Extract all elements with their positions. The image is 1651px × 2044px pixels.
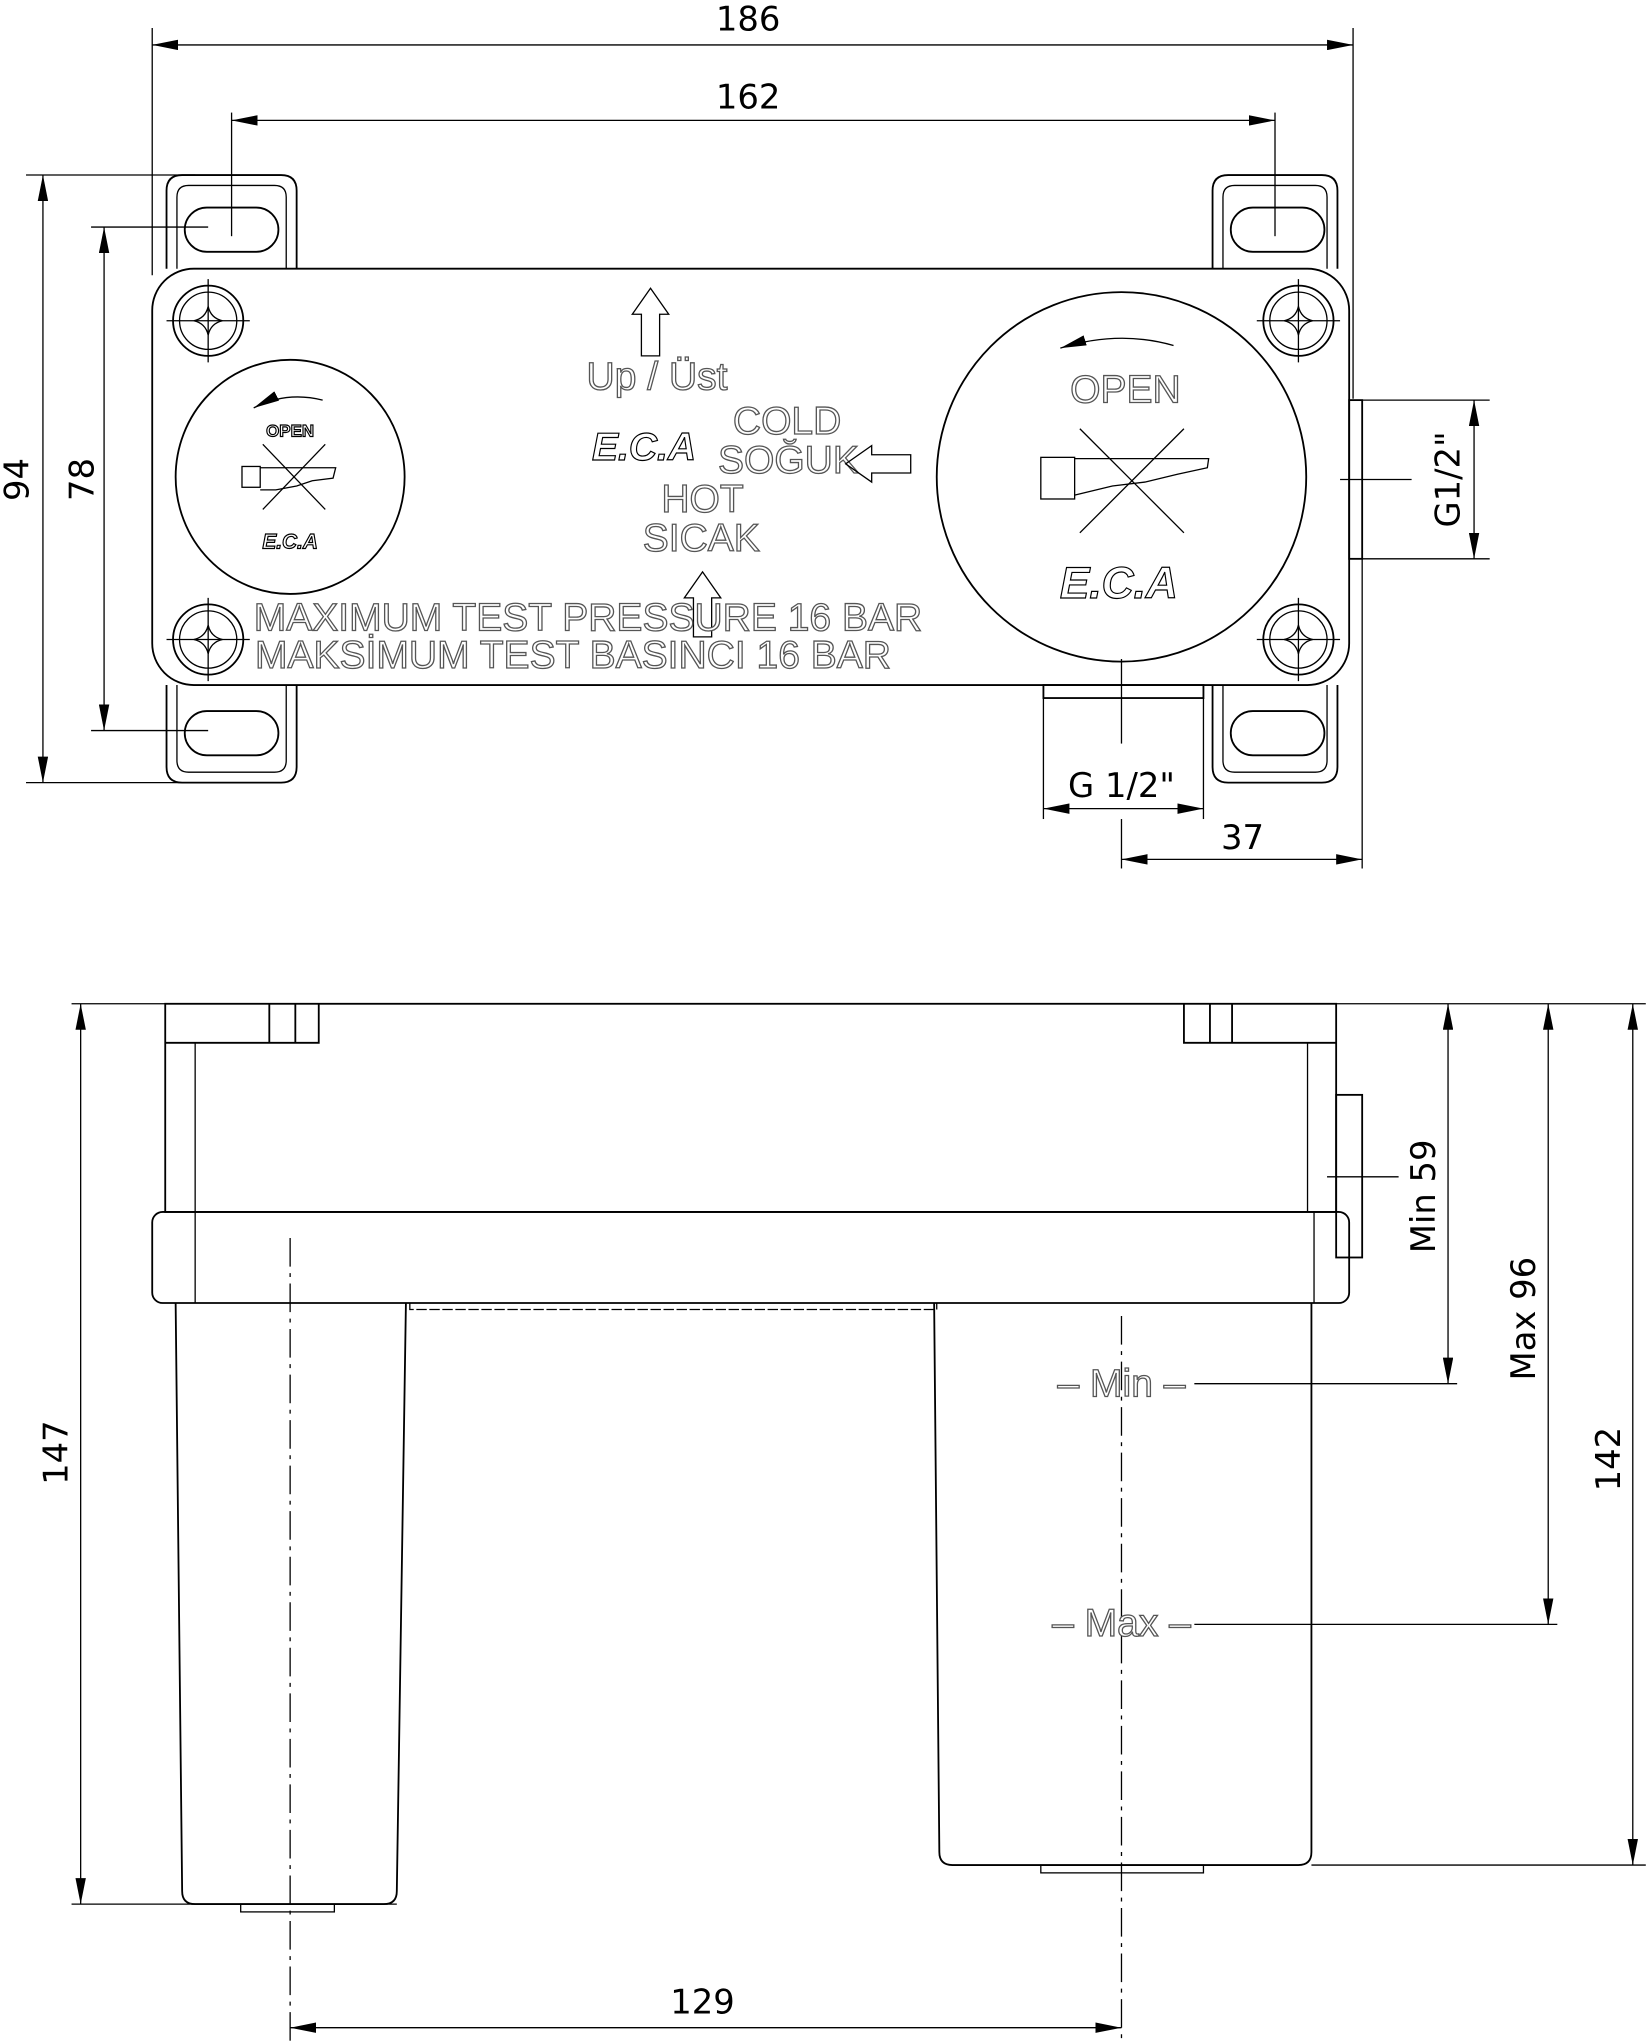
cold-label: COLD [733,400,841,443]
dim-overall-width: 186 [151,0,1354,399]
open-arrow-icon [253,391,323,409]
dim-side-outlet-label: G1/2" [1429,431,1468,527]
up-label: Up / Üst [587,356,728,399]
dim-129-label: 129 [670,1982,735,2021]
dim-outlet-offset: 37 [1120,558,1363,869]
eca-logo-center: E.C.A [592,426,696,469]
bottom-outlet-pipe [1042,684,1205,699]
dim-94-label: 94 [0,458,37,501]
dim-min-label: Min 59 [1404,1139,1443,1253]
pressure-label-en: MAXIMUM TEST PRESSURE 16 BAR [254,596,923,639]
hot-tr-label: SICAK [643,517,760,560]
max-mark: – Max – [1052,1602,1191,1645]
dim-bottom-outlet-label: G 1/2" [1068,766,1175,805]
dim-max-depth: Max 96 [1504,1003,1554,1625]
screw-icon [1256,279,1341,363]
hot-label: HOT [661,478,743,521]
cold-arrow-icon [844,444,912,484]
dim-max-label: Max 96 [1504,1257,1543,1381]
dim-mount-height: 78 [63,226,209,732]
screw-icon [166,279,250,363]
side-view: 147 Min 59 Max 96 142 – Min – – Max – 12… [37,1002,1646,2043]
cold-tr-label: SOĞUK [718,438,859,482]
eca-logo-large: E.C.A [1060,559,1178,608]
pressure-label-tr: MAKSİMUM TEST BASINCI 16 BAR [255,634,891,677]
dim-side-outlet: G1/2" [1340,399,1490,560]
open-label-small: OPEN [266,422,314,441]
dim-186-label: 186 [716,0,781,39]
dim-mount-spacing: 162 [230,78,1276,237]
top-view: 186 162 94 78 [0,0,1490,869]
eca-logo-small: E.C.A [262,530,317,553]
open-arrow-icon [1060,335,1174,349]
plate-side [151,1211,1351,1304]
dim-bottom-outlet: G 1/2" [1042,659,1205,820]
screw-icons [166,279,1341,682]
dim-total-depth: 147 [37,1003,397,1905]
back-box [164,1002,1338,1213]
dim-min-depth: Min 59 [1327,1003,1454,1384]
dim-center-distance: 129 [290,1982,1122,2033]
up-arrow-icon [631,287,670,357]
screw-icon [166,597,250,682]
dim-78-label: 78 [63,458,102,501]
dim-overall-height: 94 [0,174,196,784]
dim-142-label: 142 [1589,1427,1628,1492]
dim-37-label: 37 [1221,818,1264,857]
mounting-brackets [165,174,1339,784]
front-plate [151,267,1351,686]
dim-147-label: 147 [37,1420,76,1485]
min-mark: – Min – [1058,1363,1186,1406]
dim-162-label: 162 [716,78,781,117]
dim-body-depth: 142 [1311,1003,1646,1866]
screw-icon [1256,597,1341,682]
hot-arrow-icon [683,570,723,638]
right-valve-cap: OPEN E.C.A [935,291,1308,663]
left-valve-cap: OPEN E.C.A [174,358,406,595]
open-label-large: OPEN [1070,369,1181,412]
